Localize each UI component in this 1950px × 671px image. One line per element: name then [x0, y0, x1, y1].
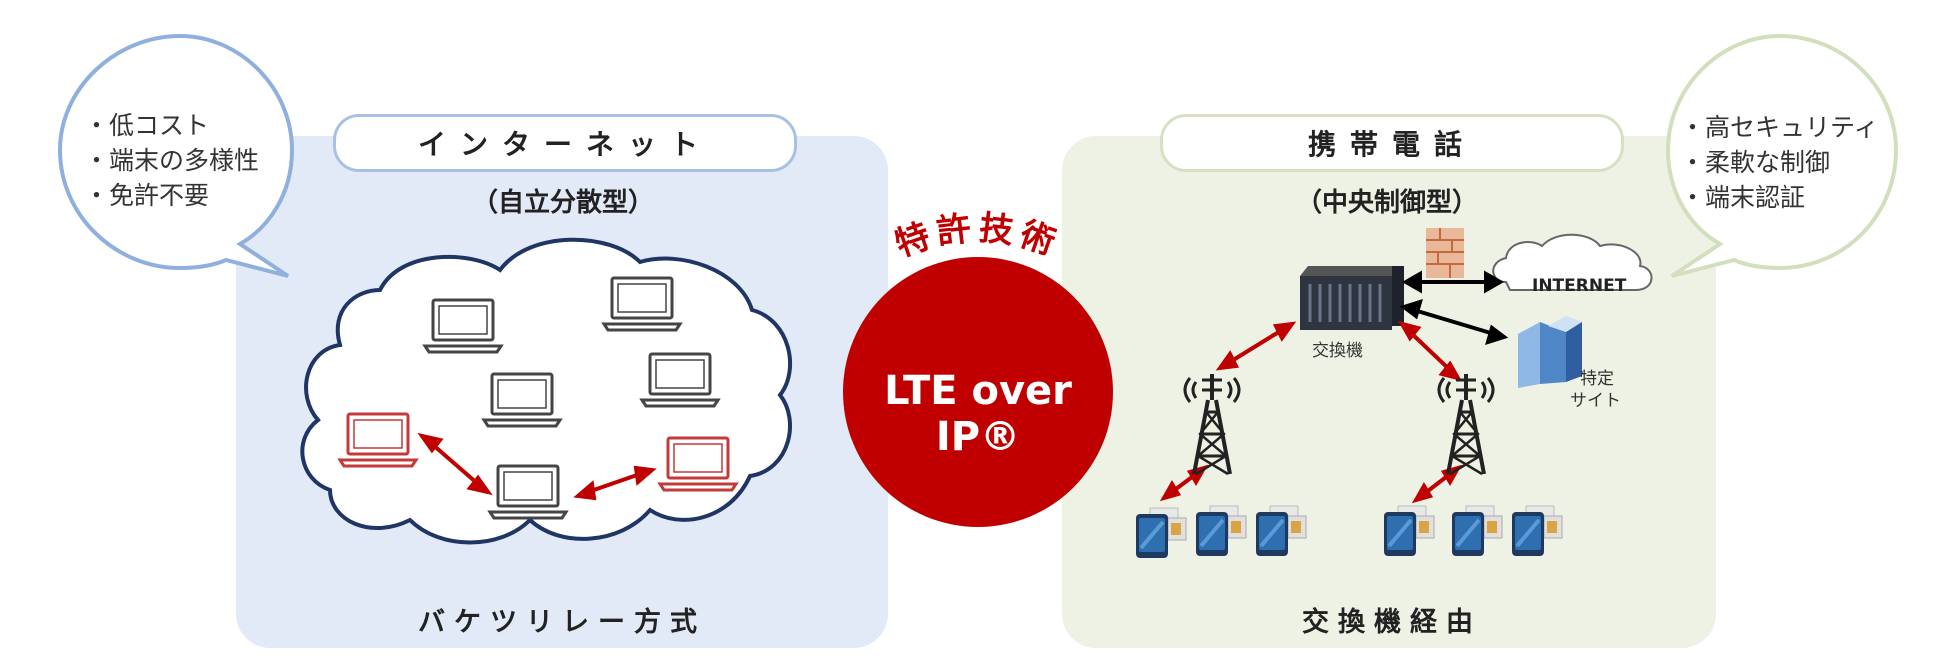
- network-arrows: [1399, 270, 1509, 346]
- site-label-1: 特定: [1580, 369, 1614, 389]
- internet-subtitle: （自立分散型）: [471, 188, 654, 218]
- mobile-subtitle: （中央制御型）: [1295, 188, 1478, 218]
- firewall-icon: [1426, 228, 1464, 278]
- phone-1: [1134, 506, 1188, 560]
- site-label-2: サイト: [1570, 391, 1621, 411]
- right-bubble-item: ・高セキュリティ: [1680, 113, 1879, 142]
- relay-arrows: [417, 432, 657, 501]
- mobile-arrows: [1159, 320, 1463, 504]
- lte-over-ip-circle: [843, 257, 1113, 527]
- phone-4: [1382, 504, 1436, 558]
- patent-arc-text: 特許技術: [890, 208, 1065, 265]
- internet-footer: バケツリレー方式: [418, 607, 706, 638]
- left-bubble-item: ・端末の多様性: [84, 146, 260, 175]
- left-bubble-text: ・低コスト ・端末の多様性 ・免許不要: [84, 108, 259, 213]
- right-bubble-item: ・柔軟な制御: [1680, 148, 1831, 177]
- lte-over-ip-label: LTE over IP®: [884, 368, 1072, 460]
- internet-heading: インターネット: [333, 114, 797, 172]
- building-icon: [1518, 316, 1582, 388]
- internet-label: INTERNET: [1532, 276, 1627, 296]
- right-bubble-item: ・端末認証: [1680, 183, 1806, 212]
- left-bubble-item: ・免許不要: [84, 181, 210, 210]
- mobile-footer: 交換機経由: [1302, 607, 1482, 638]
- right-bubble-text: ・高セキュリティ ・柔軟な制御 ・端末認証: [1680, 110, 1879, 215]
- cell-tower-1: [1183, 372, 1241, 476]
- switch-server-icon: [1300, 266, 1404, 330]
- phone-5: [1450, 504, 1504, 558]
- mobile-panel: [1062, 136, 1716, 648]
- right-speech-bubble: [1665, 33, 1899, 278]
- left-bubble-item: ・低コスト: [84, 111, 210, 140]
- left-speech-bubble: [57, 33, 295, 278]
- mobile-heading: 携帯電話: [1160, 114, 1624, 172]
- internet-cloud: [1492, 233, 1653, 291]
- phone-6: [1510, 504, 1564, 558]
- phone-2: [1194, 504, 1248, 558]
- phone-3: [1254, 504, 1308, 558]
- cell-tower-2: [1437, 372, 1495, 476]
- patent-arc-label: 特許技術: [890, 208, 1059, 265]
- switch-label: 交換機: [1312, 341, 1363, 361]
